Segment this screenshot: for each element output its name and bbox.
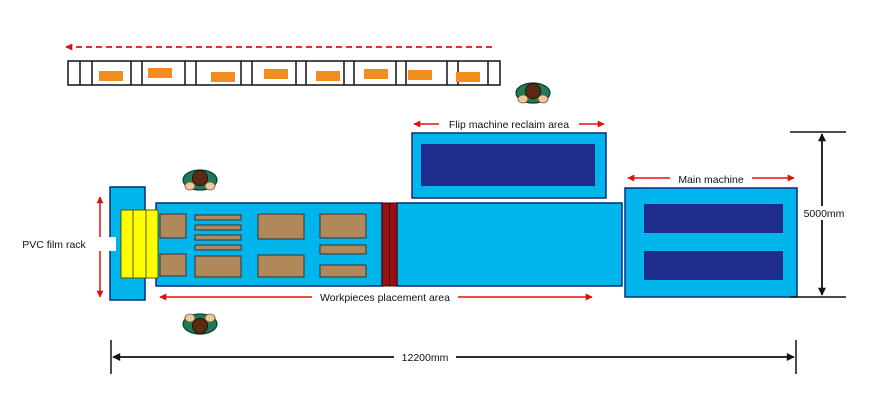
conveyor-part [264, 69, 288, 79]
transfer-conveyor [396, 202, 623, 287]
pvc-film-rack-label: PVC film rack [22, 239, 86, 251]
placement-pad [194, 234, 242, 241]
flip-machine-label: Flip machine reclaim area [449, 119, 569, 131]
flip-machine-reclaim-area: Flip machine reclaim area [411, 117, 607, 199]
conveyor-part [99, 71, 123, 81]
pvc-film-rack: PVC film rack [22, 186, 159, 301]
conveyor-part [316, 71, 340, 81]
conveyor-part [456, 72, 480, 82]
operator-top-icon [515, 82, 551, 104]
placement-pad [194, 244, 242, 251]
placement-pad [257, 254, 305, 278]
height-dimension-label: 5000mm [804, 208, 845, 220]
main-machine-label: Main machine [678, 174, 744, 186]
return-conveyor [67, 60, 501, 86]
operator-bottom-icon [182, 313, 218, 335]
separator-bar [381, 202, 398, 287]
conveyor-part [408, 70, 432, 80]
placement-pad [194, 224, 242, 231]
conveyor-part [148, 68, 172, 78]
operator-middle-icon [182, 169, 218, 191]
workpieces-area-dimension: Workpieces placement area [159, 290, 593, 304]
conveyor-part [364, 69, 388, 79]
conveyor-part [211, 72, 235, 82]
placement-pad [194, 255, 242, 278]
main-machine: Main machine [624, 172, 798, 298]
placement-pad [319, 264, 367, 278]
workpieces-area-label: Workpieces placement area [320, 292, 450, 304]
workpieces-placement-table [155, 202, 383, 287]
placement-pad [159, 253, 187, 277]
placement-pad [319, 213, 367, 239]
placement-pad [319, 244, 367, 255]
placement-pad [257, 213, 305, 240]
length-dimension-label: 12200mm [402, 352, 449, 364]
placement-pad [159, 213, 187, 239]
height-dimension: 5000mm [790, 131, 847, 298]
length-dimension: 12200mm [110, 340, 797, 374]
placement-pad [194, 214, 242, 221]
